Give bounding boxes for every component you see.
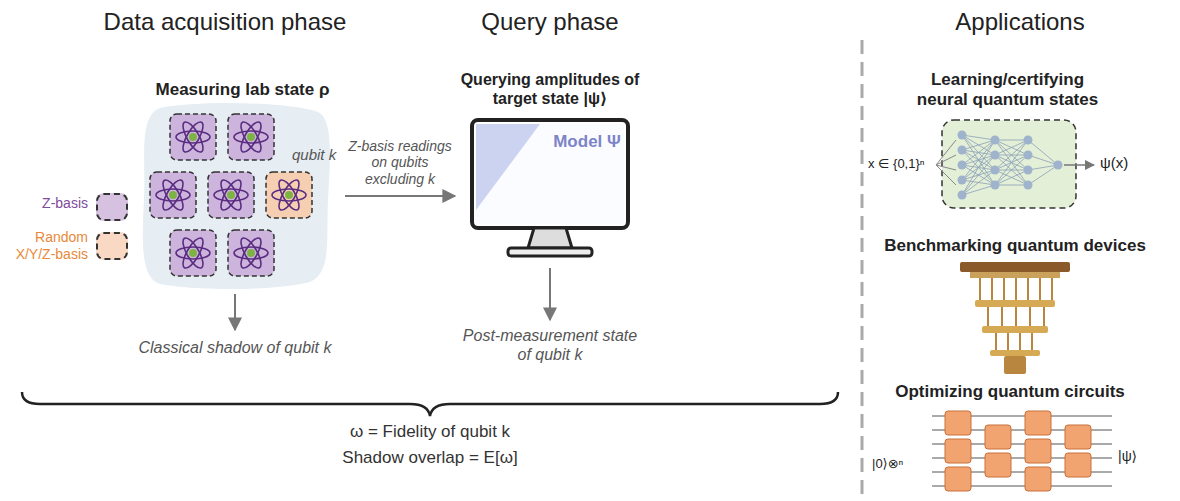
edge-label: Z-basis readings on qubits excluding k xyxy=(348,138,452,188)
connector xyxy=(345,195,455,197)
result-note: Post-measurement state of qubit k xyxy=(460,326,640,364)
phase-heading: Query phase xyxy=(430,8,670,37)
io-label: ψ(x) xyxy=(1100,154,1150,172)
app-heading: Optimizing quantum circuits xyxy=(875,382,1145,402)
legend-swatch xyxy=(96,232,128,260)
brace xyxy=(22,392,838,416)
formula: ω = Fidelity of qubit k xyxy=(270,422,590,442)
down-arrow xyxy=(234,294,236,330)
app-heading: Learning/certifying neural quantum state… xyxy=(905,70,1110,111)
node-heading: Querying amplitudes of target state |ψ⟩ xyxy=(455,70,645,108)
legend-swatch xyxy=(96,193,128,221)
io-label: |0⟩⊗ⁿ xyxy=(872,456,928,472)
phase-heading: Applications xyxy=(900,8,1140,37)
divider xyxy=(861,40,864,495)
formula: Shadow overlap = E[ω] xyxy=(270,448,590,468)
qubit-atoms xyxy=(150,114,312,276)
monitor xyxy=(472,120,628,256)
model-node: Querying amplitudes of target state |ψ⟩ M… xyxy=(455,70,645,262)
nn-box xyxy=(942,120,1076,208)
neural-net xyxy=(936,131,1094,200)
node-heading: Measuring lab state ρ xyxy=(140,80,345,100)
model-label: Model Ψ xyxy=(547,132,627,152)
app-heading: Benchmarking quantum devices xyxy=(875,236,1155,256)
lab-blob xyxy=(143,103,330,289)
down-arrow xyxy=(549,268,551,320)
qubit-label: qubit k xyxy=(292,146,352,164)
io-label: |ψ⟩ xyxy=(1118,448,1163,465)
lab-state-node: Measuring lab state ρ xyxy=(140,80,345,295)
legend-text: Random X/Y/Z-basis xyxy=(4,229,88,263)
legend-text: Z-basis xyxy=(4,195,88,212)
quantum-device xyxy=(960,262,1070,374)
phase-heading: Data acquisition phase xyxy=(60,8,390,37)
io-label: x ∈ {0,1}ⁿ xyxy=(868,156,938,172)
quantum-circuit xyxy=(932,411,1112,491)
result-note: Classical shadow of qubit k xyxy=(110,338,360,357)
